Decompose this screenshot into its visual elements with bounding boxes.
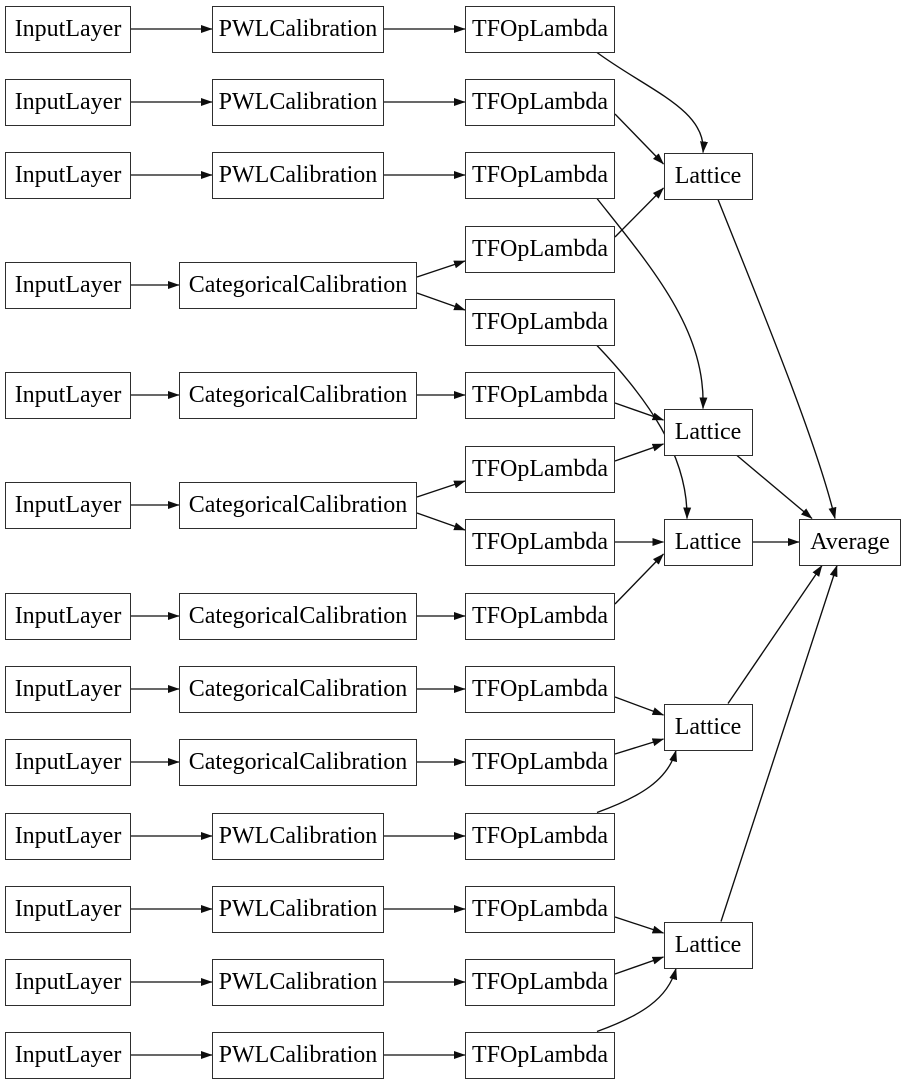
edge-tf3-lat2 <box>596 198 708 410</box>
input-layer-node: InputLayer <box>5 665 131 713</box>
tfop-lambda-node: TFOpLambda <box>465 518 615 566</box>
tfop-lambda-node: TFOpLambda <box>465 592 615 640</box>
tfop-lambda-node: TFOpLambda <box>465 371 615 419</box>
categorical-calibration-node: CategoricalCalibration <box>179 738 417 786</box>
edge-tf6-lat2 <box>614 402 665 421</box>
average-node: Average <box>799 518 901 566</box>
edge-lat1-avg <box>717 199 837 520</box>
input-layer-node: InputLayer <box>5 5 131 53</box>
edge-tf15-lat5 <box>596 967 678 1033</box>
tfop-lambda-node: TFOpLambda <box>465 1031 615 1079</box>
edge-tf4-lat1 <box>614 187 664 238</box>
input-layer-node: InputLayer <box>5 885 131 933</box>
tfop-lambda-node: TFOpLambda <box>465 665 615 713</box>
tfop-lambda-node: TFOpLambda <box>465 445 615 493</box>
edge-cat1-tf5 <box>416 292 466 311</box>
pwl-calibration-node: PWLCalibration <box>212 885 384 933</box>
edge-cat3-tf7 <box>416 480 466 498</box>
edge-lat4-avg <box>727 565 823 704</box>
tfop-lambda-node: TFOpLambda <box>465 151 615 199</box>
edge-tf7-lat2 <box>614 443 665 462</box>
categorical-calibration-node: CategoricalCalibration <box>179 371 417 419</box>
pwl-calibration-node: PWLCalibration <box>212 1031 384 1079</box>
edge-cat3-tf8 <box>416 512 466 531</box>
tfop-lambda-node: TFOpLambda <box>465 298 615 346</box>
edge-tf2-lat1 <box>614 113 664 165</box>
edge-tf11-lat4 <box>614 738 665 755</box>
lattice-node: Lattice <box>663 408 753 456</box>
categorical-calibration-node: CategoricalCalibration <box>179 592 417 640</box>
input-layer-node: InputLayer <box>5 371 131 419</box>
lattice-node: Lattice <box>663 518 753 566</box>
input-layer-node: InputLayer <box>5 151 131 199</box>
input-layer-node: InputLayer <box>5 958 131 1006</box>
tfop-lambda-node: TFOpLambda <box>465 958 615 1006</box>
tfop-lambda-node: TFOpLambda <box>465 812 615 860</box>
pwl-calibration-node: PWLCalibration <box>212 5 384 53</box>
tfop-lambda-node: TFOpLambda <box>465 5 615 53</box>
pwl-calibration-node: PWLCalibration <box>212 958 384 1006</box>
edge-tf13-lat5 <box>614 916 665 934</box>
pwl-calibration-node: PWLCalibration <box>212 78 384 126</box>
input-layer-node: InputLayer <box>5 592 131 640</box>
tfop-lambda-node: TFOpLambda <box>465 738 615 786</box>
input-layer-node: InputLayer <box>5 261 131 309</box>
input-layer-node: InputLayer <box>5 1031 131 1079</box>
input-layer-node: InputLayer <box>5 812 131 860</box>
lattice-node: Lattice <box>663 921 753 969</box>
tfop-lambda-node: TFOpLambda <box>465 78 615 126</box>
edge-tf5-lat3 <box>596 345 692 520</box>
categorical-calibration-node: CategoricalCalibration <box>179 481 417 529</box>
input-layer-node: InputLayer <box>5 481 131 529</box>
pwl-calibration-node: PWLCalibration <box>212 151 384 199</box>
edge-lat5-avg <box>720 564 838 922</box>
edge-tf1-lat1 <box>596 51 708 154</box>
categorical-calibration-node: CategoricalCalibration <box>179 665 417 713</box>
edge-tf14-lat5 <box>614 956 665 975</box>
lattice-node: Lattice <box>663 152 753 200</box>
edge-lat2-avg <box>736 454 813 520</box>
lattice-node: Lattice <box>663 703 753 751</box>
edge-tf10-lat4 <box>614 696 665 716</box>
tfop-lambda-node: TFOpLambda <box>465 885 615 933</box>
categorical-calibration-node: CategoricalCalibration <box>179 261 417 309</box>
edge-tf9-lat3 <box>614 553 664 605</box>
tfop-lambda-node: TFOpLambda <box>465 225 615 273</box>
input-layer-node: InputLayer <box>5 78 131 126</box>
pwl-calibration-node: PWLCalibration <box>212 812 384 860</box>
input-layer-node: InputLayer <box>5 738 131 786</box>
edge-tf12-lat4 <box>596 749 677 814</box>
edge-cat1-tf4 <box>416 260 466 278</box>
